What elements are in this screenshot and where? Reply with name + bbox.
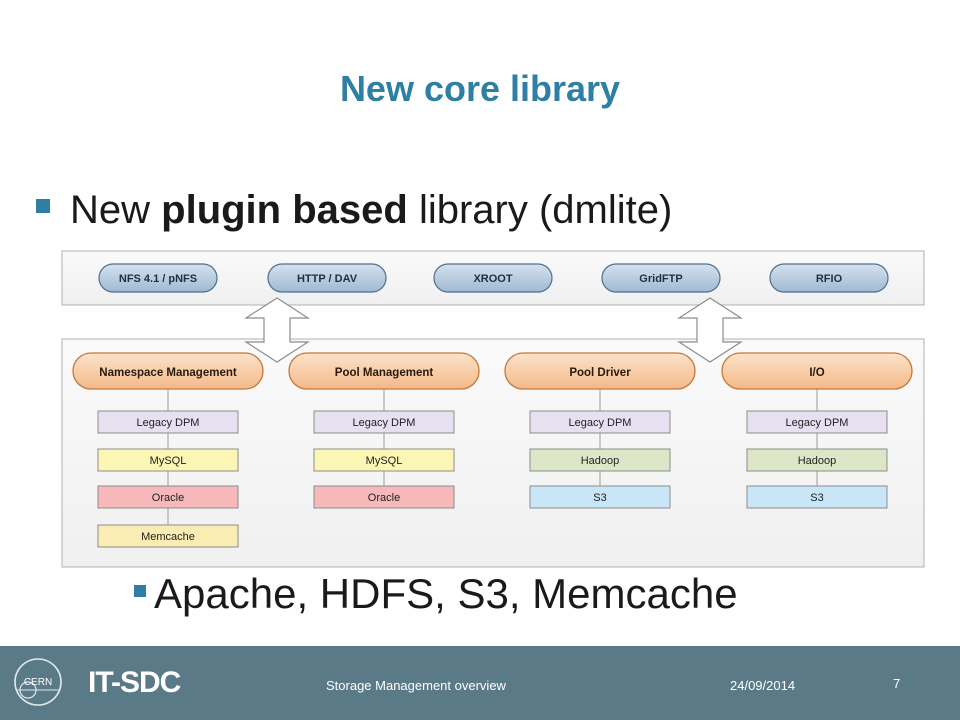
bullet-dmlite: New plugin based library (dmlite) <box>36 188 672 233</box>
page-number: 7 <box>893 676 901 691</box>
module-label: I/O <box>809 367 824 379</box>
double-arrow-icon <box>676 297 744 363</box>
core-modules-panel <box>61 338 925 568</box>
plugin-box: Oracle <box>97 485 239 509</box>
plugin-box: Legacy DPM <box>746 410 888 434</box>
bullet-square-icon <box>134 584 146 597</box>
footer-brand: IT-SDC <box>88 666 181 699</box>
protocol-label: HTTP / DAV <box>297 273 358 285</box>
footer-date: 24/09/2014 <box>730 678 796 693</box>
plugin-box: Legacy DPM <box>97 410 239 434</box>
module-label: Pool Management <box>335 367 434 379</box>
plugin-box: MySQL <box>97 448 239 472</box>
protocol-pill: RFIO <box>769 263 889 293</box>
plugin-box: Legacy DPM <box>529 410 671 434</box>
plugin-label: Memcache <box>141 531 195 543</box>
plugin-label: Oracle <box>152 492 184 504</box>
bullet-square-icon <box>36 199 50 214</box>
protocol-label: XROOT <box>473 273 512 285</box>
plugin-label: S3 <box>593 492 606 504</box>
protocol-pill: XROOT <box>433 263 553 293</box>
plugin-label: S3 <box>810 492 823 504</box>
plugin-box: Legacy DPM <box>313 410 455 434</box>
plugin-label: MySQL <box>150 455 187 467</box>
protocol-pill: HTTP / DAV <box>267 263 387 293</box>
plugin-box: S3 <box>746 485 888 509</box>
bullet-backends: Apache, HDFS, S3, Memcache <box>134 570 738 618</box>
footer-presentation-title: Storage Management overview <box>326 678 506 693</box>
protocol-pill: GridFTP <box>601 263 721 293</box>
plugin-label: Legacy DPM <box>137 417 200 429</box>
module-label: Pool Driver <box>569 367 631 379</box>
module-label: Namespace Management <box>99 367 237 379</box>
module-pill <box>288 352 480 390</box>
module-pill <box>72 352 264 390</box>
cern-logo-icon: CERN <box>14 658 62 706</box>
footer-bar: CERN IT-SDC Storage Management overview … <box>0 646 960 720</box>
plugin-label: Legacy DPM <box>353 417 416 429</box>
protocol-label: RFIO <box>816 273 843 285</box>
protocol-pill: NFS 4.1 / pNFS <box>98 263 218 293</box>
protocol-label: GridFTP <box>639 273 682 285</box>
plugin-box: Hadoop <box>746 448 888 472</box>
plugin-label: MySQL <box>366 455 403 467</box>
plugin-label: Hadoop <box>581 455 620 467</box>
module-pill <box>721 352 913 390</box>
plugin-box: Memcache <box>97 524 239 548</box>
bullet-text-bold: plugin based <box>161 188 408 232</box>
plugin-box: Hadoop <box>529 448 671 472</box>
svg-text:CERN: CERN <box>24 677 52 688</box>
slide-title: New core library <box>339 68 621 109</box>
protocol-frontend-panel <box>61 250 925 306</box>
protocol-label: NFS 4.1 / pNFS <box>119 273 197 285</box>
plugin-label: Legacy DPM <box>786 417 849 429</box>
plugin-box: S3 <box>529 485 671 509</box>
plugin-box: MySQL <box>313 448 455 472</box>
plugin-label: Oracle <box>368 492 400 504</box>
plugin-box: Oracle <box>313 485 455 509</box>
module-pill <box>504 352 696 390</box>
bullet-text-post: library (dmlite) <box>407 188 673 232</box>
bullet-text-pre: New <box>70 188 162 232</box>
plugin-label: Legacy DPM <box>569 417 632 429</box>
bullet-backends-text: Apache, HDFS, S3, Memcache <box>154 570 738 617</box>
double-arrow-icon <box>243 297 311 363</box>
plugin-label: Hadoop <box>798 455 837 467</box>
